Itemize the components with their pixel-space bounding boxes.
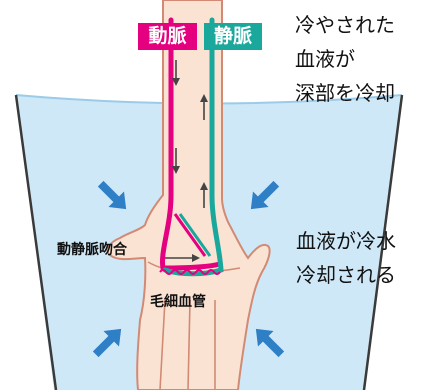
finger-lines — [159, 299, 216, 390]
basin-right-wall — [362, 94, 404, 390]
cold-water-caption: 血液が冷水 冷却される — [296, 224, 421, 292]
caption-line: 冷やされた — [295, 13, 395, 37]
vein-label: 静脈 — [204, 23, 262, 50]
capillary-wiggle — [159, 269, 221, 275]
caption-line: 血液が冷水 — [296, 229, 396, 253]
artery-label: 動脈 — [138, 23, 197, 50]
diagonal-arrow-icon — [92, 180, 285, 358]
cooled-blood-caption: 冷やされた 血液が 深部を冷却 — [295, 8, 421, 110]
capillary-label: 毛細血管 — [150, 294, 206, 310]
caption-line: 血液が — [295, 47, 355, 71]
caption-line: 深部を冷却 — [295, 81, 395, 105]
arm-and-hand — [106, 0, 271, 390]
anastomosis-shunt-vein — [178, 213, 212, 257]
anastomosis-label: 動静脈吻合 — [57, 242, 127, 258]
anastomosis-shunt — [173, 213, 207, 257]
flow-direction-arrow-icon — [165, 60, 208, 262]
basin-left-wall — [14, 94, 58, 390]
artery-vessel — [159, 17, 223, 271]
caption-line: 冷却される — [296, 263, 396, 287]
